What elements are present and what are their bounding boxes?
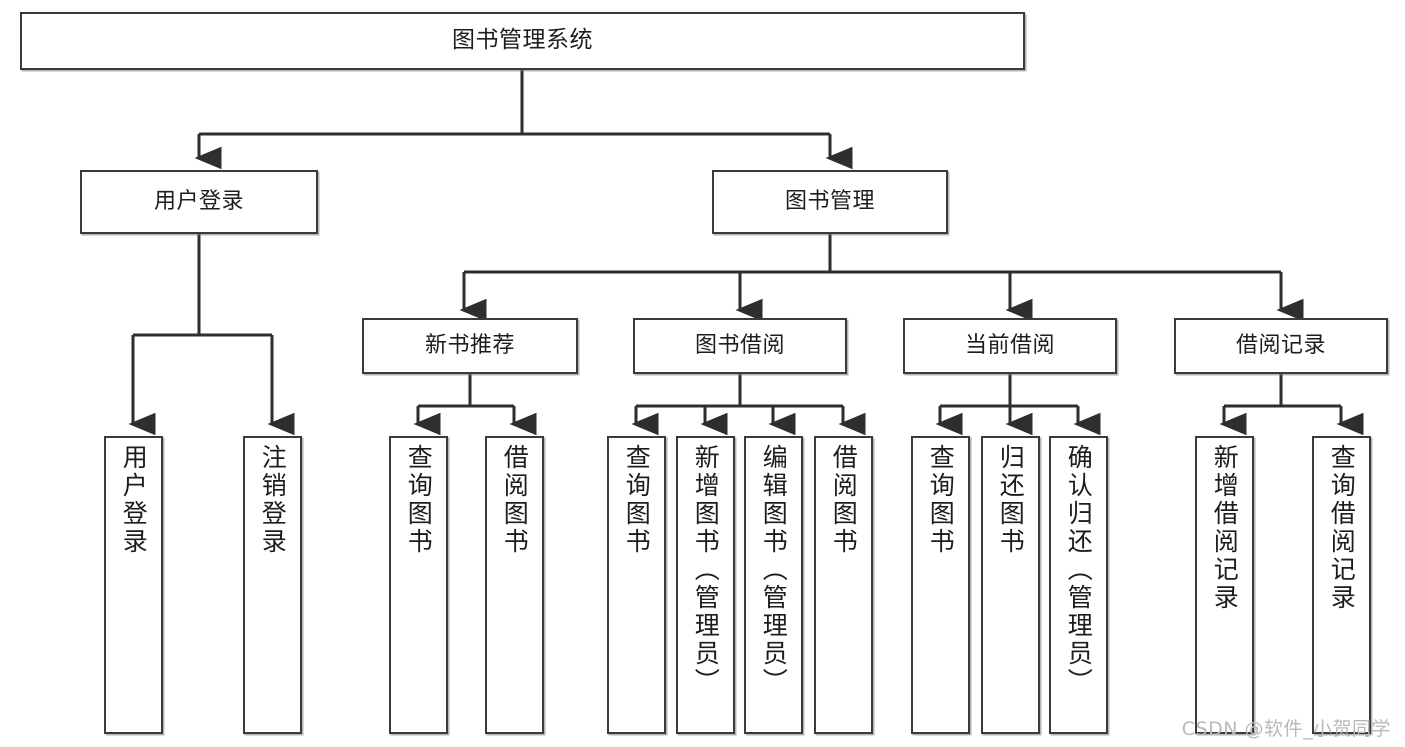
- leaf-query-book-current[interactable]: 查询图书: [911, 436, 970, 734]
- node-label: 借阅图书: [829, 444, 859, 556]
- node-new-book-recommend[interactable]: 新书推荐: [362, 318, 578, 374]
- node-label: 编辑图书（管理员）: [759, 444, 789, 696]
- node-label: 用户登录: [119, 444, 149, 556]
- leaf-query-borrow-record[interactable]: 查询借阅记录: [1312, 436, 1371, 734]
- leaf-add-book-admin[interactable]: 新增图书（管理员）: [676, 436, 735, 734]
- leaf-confirm-return-admin[interactable]: 确认归还（管理员）: [1049, 436, 1108, 734]
- watermark-text: CSDN @软件_小贺同学: [1181, 718, 1391, 740]
- node-label: 查询图书: [622, 444, 652, 556]
- node-label: 图书借阅: [694, 333, 785, 359]
- node-current-borrow[interactable]: 当前借阅: [903, 318, 1117, 374]
- node-label: 新增图书（管理员）: [691, 444, 721, 696]
- node-label: 当前借阅: [964, 333, 1055, 359]
- node-label: 归还图书: [996, 444, 1026, 556]
- node-label: 查询图书: [404, 444, 434, 556]
- leaf-user-login[interactable]: 用户登录: [104, 436, 163, 734]
- node-label: 图书管理系统: [452, 27, 593, 54]
- node-label: 新增借阅记录: [1210, 444, 1240, 612]
- node-label: 确认归还（管理员）: [1064, 444, 1094, 696]
- leaf-add-borrow-record[interactable]: 新增借阅记录: [1195, 436, 1254, 734]
- leaf-query-book-borrow[interactable]: 查询图书: [607, 436, 666, 734]
- node-book-management[interactable]: 图书管理: [712, 170, 948, 234]
- node-label: 查询借阅记录: [1327, 444, 1357, 612]
- node-borrow-record[interactable]: 借阅记录: [1174, 318, 1388, 374]
- leaf-query-book-recommend[interactable]: 查询图书: [389, 436, 448, 734]
- node-user-login[interactable]: 用户登录: [80, 170, 318, 234]
- node-book-borrow[interactable]: 图书借阅: [633, 318, 847, 374]
- node-label: 查询图书: [926, 444, 956, 556]
- node-root-system[interactable]: 图书管理系统: [20, 12, 1025, 70]
- node-label: 用户登录: [153, 189, 244, 215]
- node-label: 注销登录: [258, 444, 288, 556]
- node-label: 新书推荐: [424, 333, 515, 359]
- leaf-return-book[interactable]: 归还图书: [981, 436, 1040, 734]
- node-label: 借阅图书: [500, 444, 530, 556]
- leaf-borrow-book[interactable]: 借阅图书: [814, 436, 873, 734]
- leaf-borrow-book-recommend[interactable]: 借阅图书: [485, 436, 544, 734]
- node-label: 借阅记录: [1235, 333, 1326, 359]
- node-label: 图书管理: [784, 189, 875, 215]
- leaf-logout[interactable]: 注销登录: [243, 436, 302, 734]
- leaf-edit-book-admin[interactable]: 编辑图书（管理员）: [744, 436, 803, 734]
